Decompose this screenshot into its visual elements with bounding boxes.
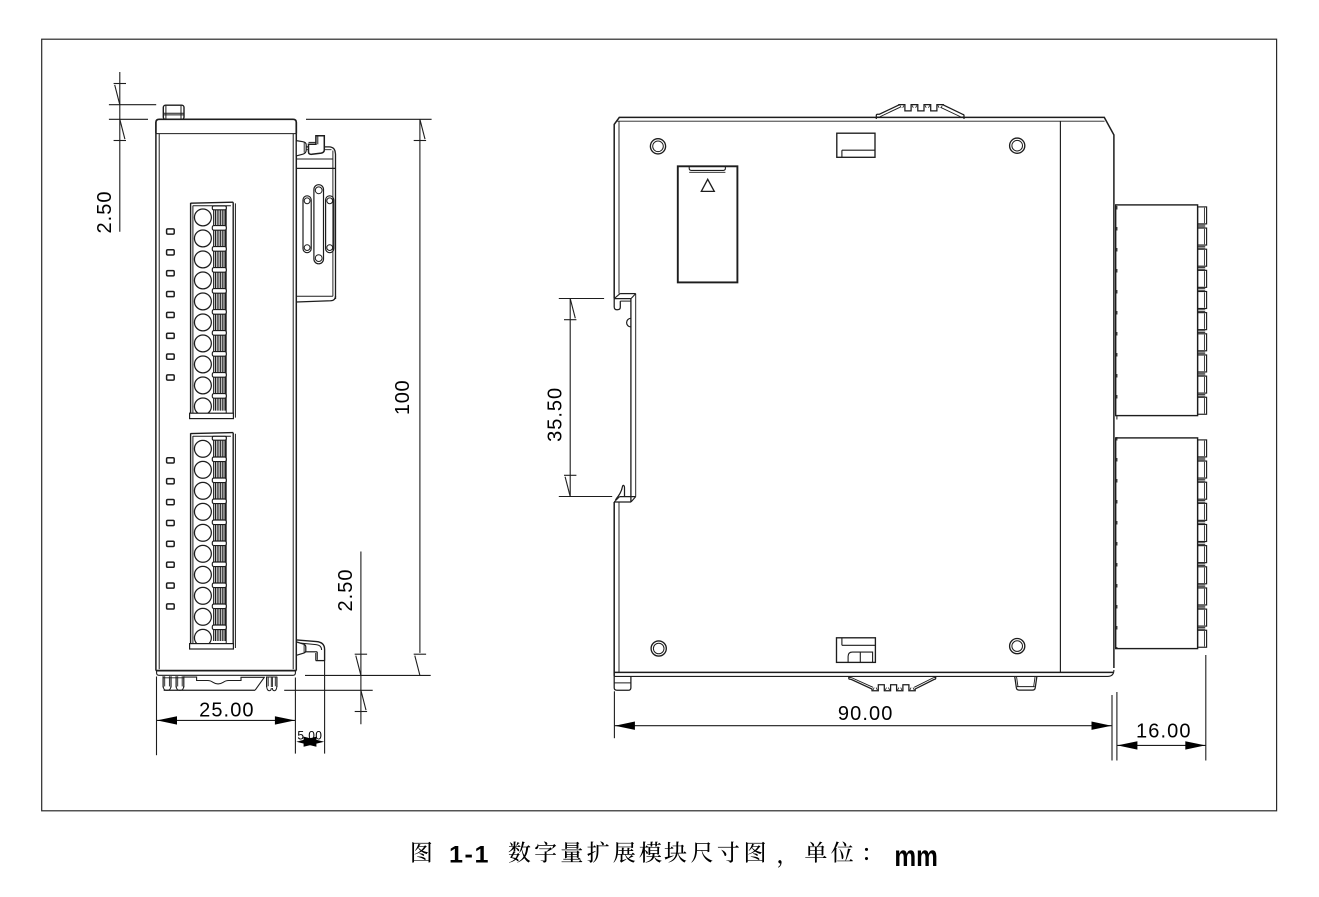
svg-text:5.00: 5.00: [297, 728, 322, 742]
svg-text:1-1: 1-1: [449, 842, 490, 869]
svg-text:100: 100: [392, 380, 414, 415]
svg-text:2.50: 2.50: [335, 569, 357, 612]
svg-text:2.50: 2.50: [94, 191, 116, 234]
svg-text:35.50: 35.50: [545, 387, 567, 442]
svg-text:25.00: 25.00: [199, 699, 255, 721]
svg-text:mm: mm: [894, 840, 938, 873]
svg-text:90.00: 90.00: [838, 703, 894, 725]
svg-text:16.00: 16.00: [1136, 721, 1192, 743]
